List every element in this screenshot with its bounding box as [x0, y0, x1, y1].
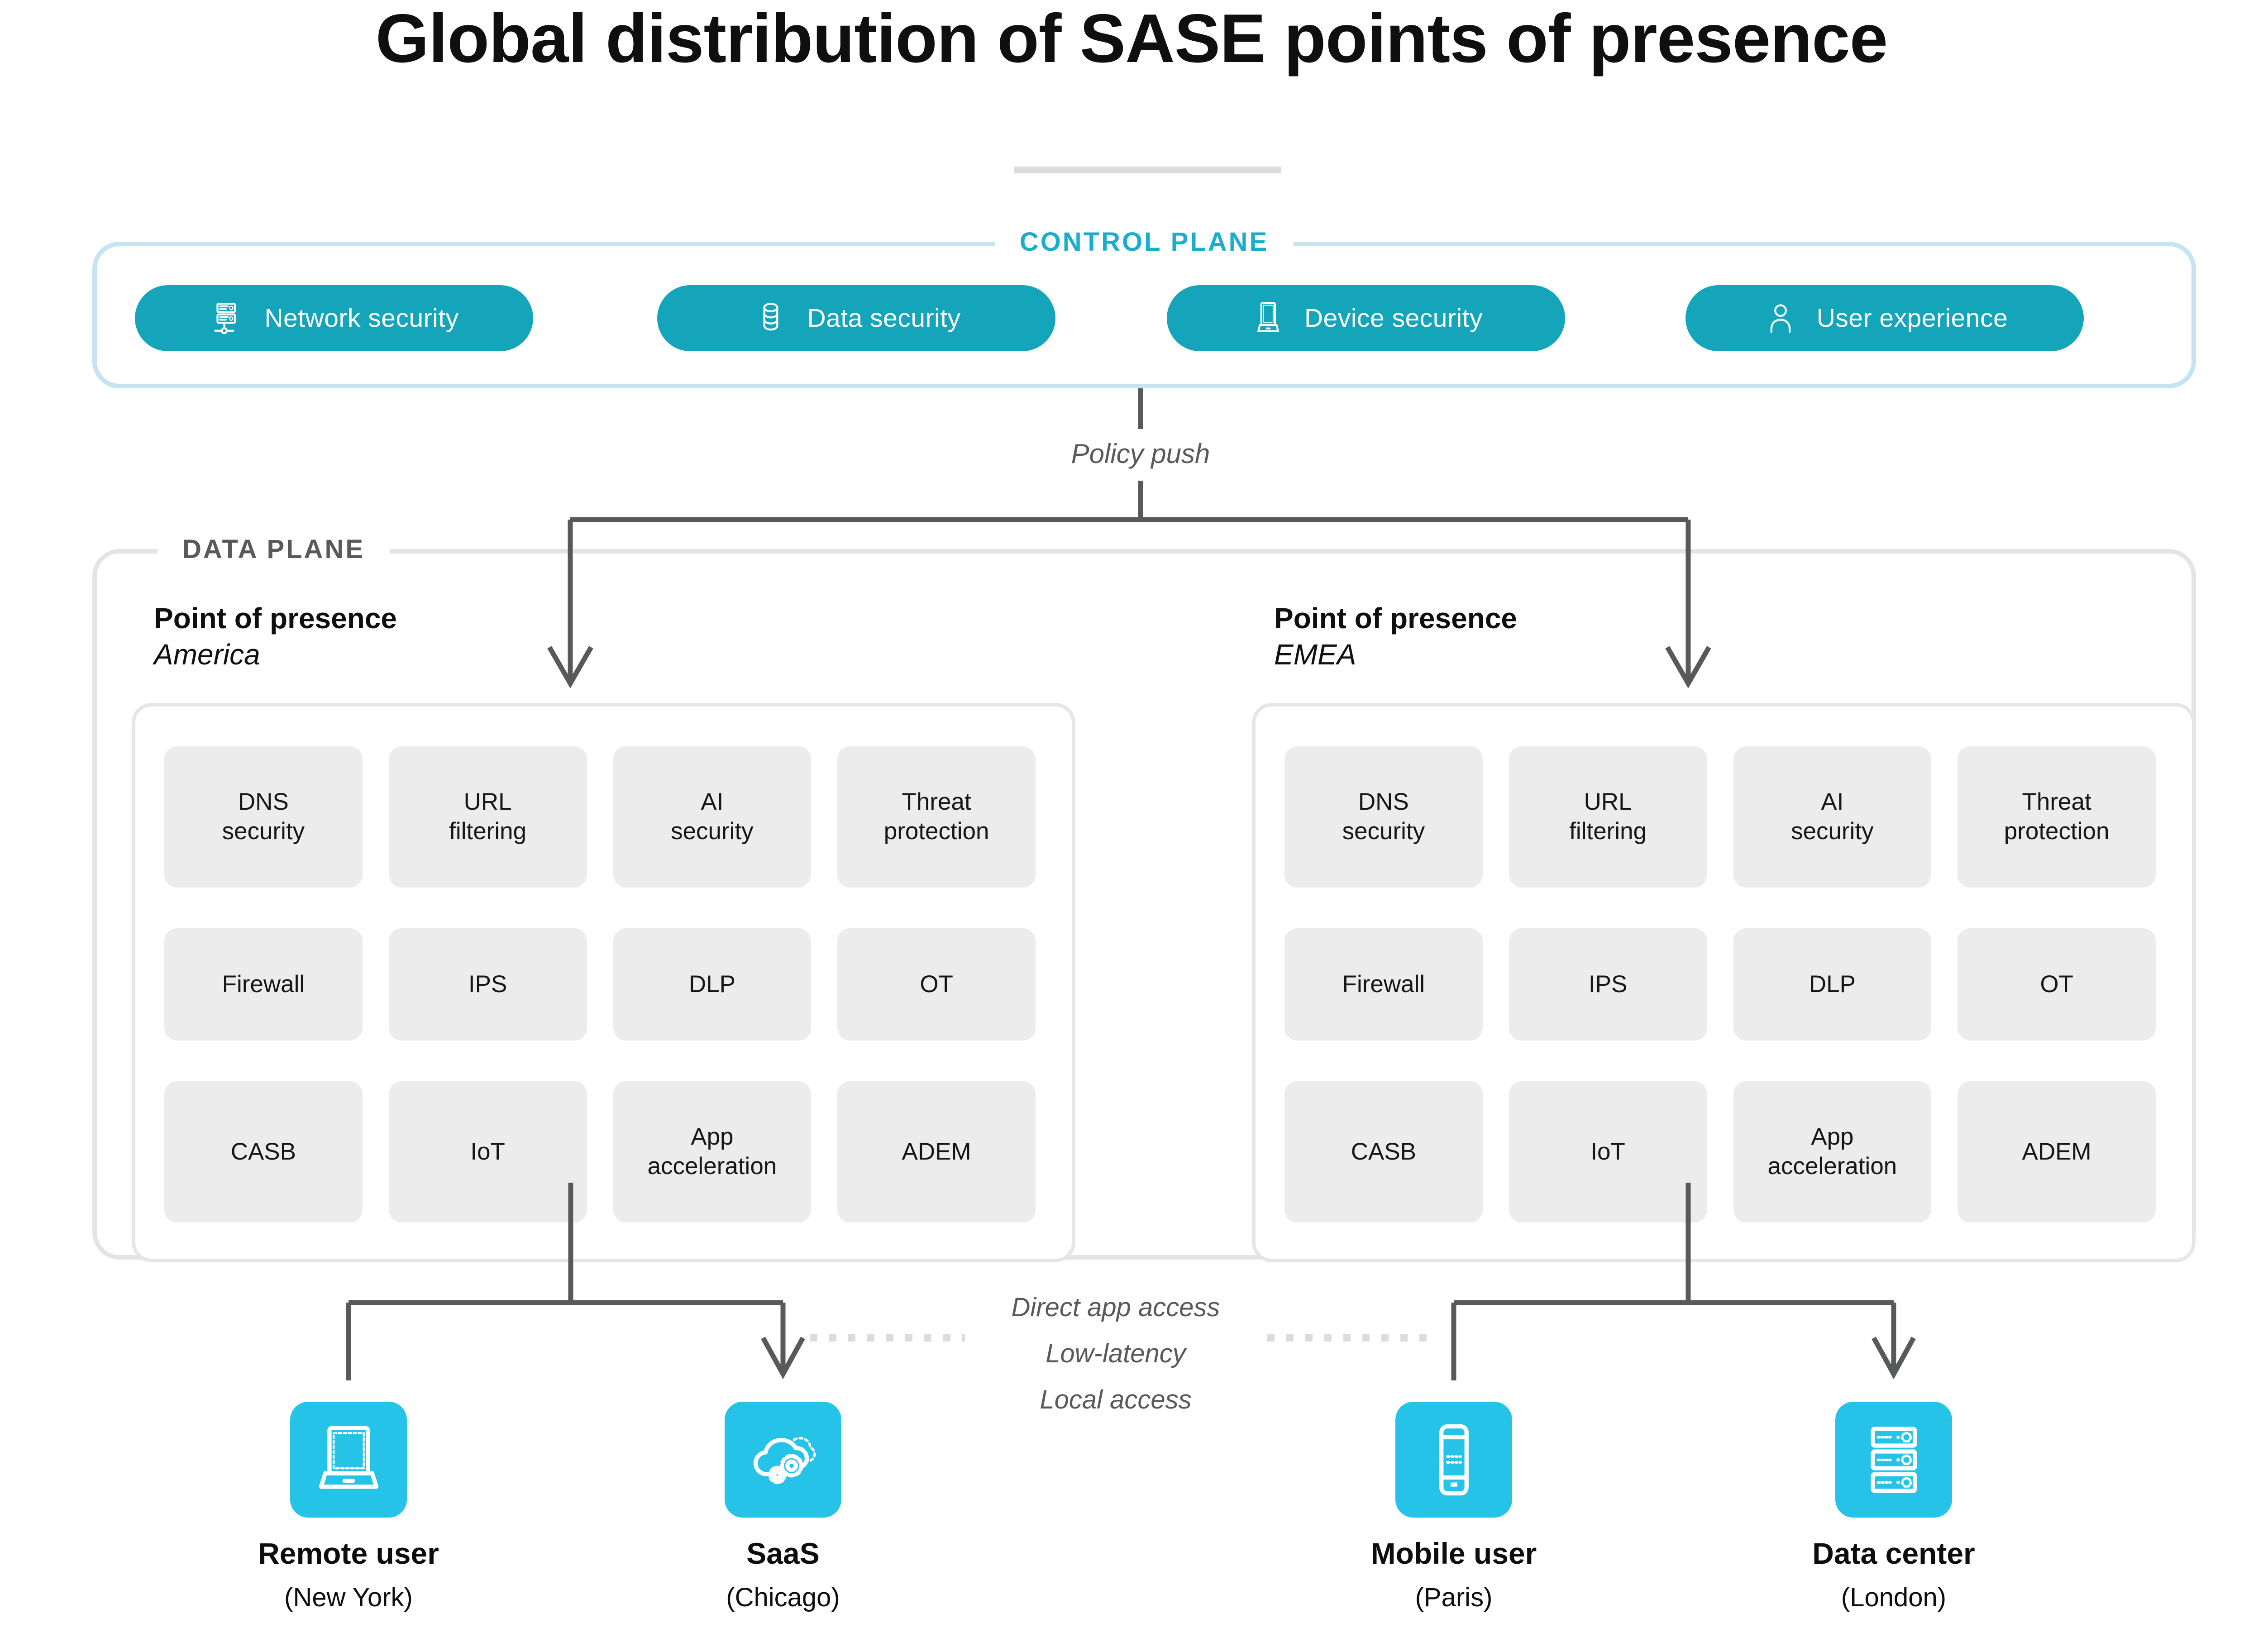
endpoint-name: Mobile user [1370, 1537, 1537, 1570]
service-cell: OT [1957, 928, 2156, 1041]
endpoint-name: Remote user [258, 1537, 439, 1570]
service-cell: DLP [1733, 928, 1932, 1041]
service-cell: URL filtering [388, 746, 587, 888]
page-title: Global distribution of SASE points of pr… [375, 0, 1888, 77]
policy-push-label: Policy push [1071, 439, 1210, 469]
endpoint-tile-data-center [1835, 1402, 1952, 1518]
access-note: Local access [1040, 1385, 1192, 1414]
service-cell: IPS [1509, 928, 1707, 1041]
pop-title: Point of presence [1274, 602, 1517, 635]
service-cell: App acceleration [1733, 1081, 1932, 1222]
service-cell: AI security [613, 746, 812, 888]
pill-network-security: Network security [135, 285, 533, 351]
endpoint-tile-mobile-user [1395, 1402, 1512, 1518]
access-notes: Direct app access Low-latency Local acce… [1012, 1284, 1220, 1423]
service-cell: Threat protection [837, 746, 1036, 888]
service-cell: IPS [388, 928, 587, 1041]
pop-heading-emea: Point of presence EMEA [1274, 600, 1517, 673]
service-cell: Firewall [1284, 928, 1483, 1041]
service-cell: ADEM [837, 1081, 1036, 1222]
pop-title: Point of presence [154, 602, 397, 635]
data-plane-label: DATA PLANE [158, 531, 390, 568]
smartphone-icon [1439, 1424, 1469, 1495]
service-cell: DNS security [1284, 746, 1483, 888]
pill-label: Device security [1304, 304, 1483, 333]
service-cell: DLP [613, 928, 812, 1041]
user-experience-icon [1770, 304, 1790, 333]
endpoint-tile-remote-user [290, 1402, 407, 1518]
pop-box-emea: DNS security URL filtering AI security T… [1252, 703, 2196, 1262]
title-underline [1014, 167, 1281, 173]
pop-box-america: DNS security URL filtering AI security T… [132, 703, 1075, 1262]
server-rack-icon [1871, 1426, 1917, 1493]
service-cell: Threat protection [1957, 746, 2156, 888]
device-security-icon [1257, 302, 1279, 332]
service-cell: Firewall [164, 928, 363, 1041]
arrowhead-saas [761, 1337, 805, 1380]
endpoint-name: SaaS [746, 1537, 820, 1570]
data-security-icon [764, 302, 778, 331]
network-security-icon [214, 302, 236, 334]
endpoint-tile-saas [725, 1402, 841, 1518]
access-note: Low-latency [1046, 1339, 1186, 1368]
pill-label: Network security [264, 304, 459, 333]
endpoint-location: (London) [1841, 1583, 1947, 1612]
service-cell: URL filtering [1509, 746, 1707, 888]
pill-user-experience: User experience [1685, 285, 2084, 351]
access-note: Direct app access [1011, 1293, 1220, 1322]
pill-data-security: Data security [657, 285, 1055, 351]
service-cell: CASB [164, 1081, 363, 1222]
service-cell: ADEM [1957, 1081, 2156, 1222]
service-cell: CASB [1284, 1081, 1483, 1222]
pill-label: Data security [807, 304, 961, 333]
service-cell: App acceleration [613, 1081, 812, 1222]
pop-region: America [154, 638, 260, 671]
endpoint-name: Data center [1812, 1537, 1975, 1570]
laptop-icon [319, 1426, 378, 1489]
arrowhead-data-center [1872, 1337, 1916, 1380]
service-cell: AI security [1733, 746, 1932, 888]
pill-device-security: Device security [1167, 285, 1565, 351]
cloud-gears-icon [753, 1437, 816, 1484]
endpoint-location: (Chicago) [726, 1583, 840, 1612]
pop-heading-america: Point of presence America [154, 600, 397, 673]
service-cell: DNS security [164, 746, 363, 888]
control-plane-label: CONTROL PLANE [994, 224, 1294, 261]
endpoint-location: (New York) [284, 1583, 413, 1612]
pill-label: User experience [1816, 304, 2008, 333]
pop-region: EMEA [1274, 638, 1356, 671]
service-cell: IoT [388, 1081, 587, 1222]
service-cell: IoT [1509, 1081, 1707, 1222]
service-cell: OT [837, 928, 1036, 1041]
endpoint-location: (Paris) [1415, 1583, 1493, 1612]
